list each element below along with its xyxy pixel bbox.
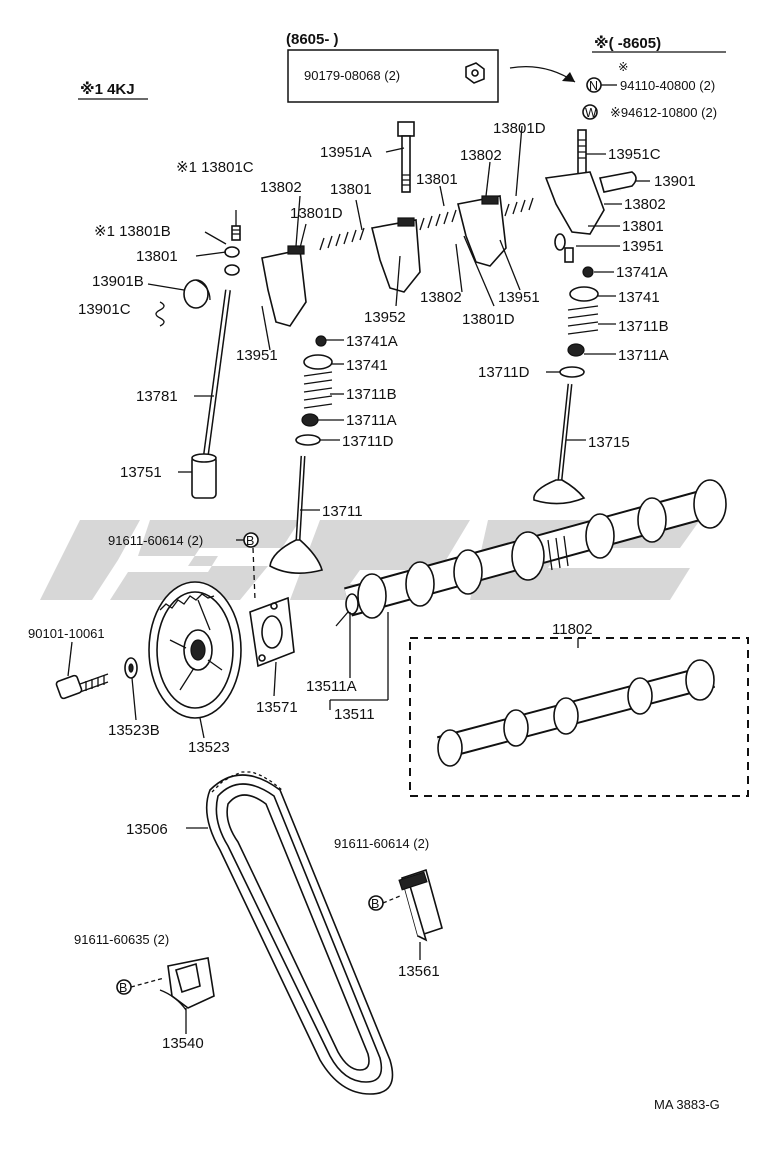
label-13711A-right: 13711A [618, 347, 669, 364]
sprocket-bolt [55, 657, 138, 700]
label-13715: 13715 [588, 434, 630, 451]
label-13781: 13781 [136, 388, 178, 405]
label-13951-left: 13951 [236, 347, 278, 364]
label-13523: 13523 [188, 739, 230, 756]
w-mark: W [585, 106, 597, 120]
label-13506: 13506 [126, 821, 168, 838]
valve-left [269, 335, 333, 574]
part-90179-08068: 90179-08068 (2) [304, 68, 400, 83]
label-13801-left: 13801 [136, 248, 178, 265]
label-13952: 13952 [364, 309, 406, 326]
leader-lines [67, 125, 650, 1034]
label-13802-right: 13802 [624, 196, 666, 213]
label-13711: 13711 [322, 503, 363, 520]
label-13951A: 13951A [320, 144, 372, 161]
label-13741-left: 13741 [346, 357, 388, 374]
label-13741A-right: 13741A [616, 264, 668, 281]
rocker-assembly [155, 121, 637, 327]
timing-chain [205, 771, 394, 1095]
b-mark-2: B [371, 897, 379, 911]
camshaft-assembly-box [409, 637, 749, 797]
label-91611-60635: 91611-60635 (2) [74, 932, 169, 947]
label-13801-a: 13801 [330, 181, 372, 198]
label-91611-60614-a: 91611-60614 (2) [108, 533, 203, 548]
label-13801-b: 13801 [416, 171, 458, 188]
label-11802: 11802 [552, 621, 593, 638]
push-rod [191, 289, 231, 499]
label-90101-10061: 90101-10061 [28, 626, 105, 641]
label-13802-mid: 13802 [420, 289, 462, 306]
label-13511: 13511 [334, 706, 375, 723]
label-13801D-mid: 13801D [462, 311, 515, 328]
label-13901B: 13901B [92, 273, 144, 290]
range-note-right: ※( -8605) [594, 34, 661, 52]
label-13802-left: 13802 [260, 179, 302, 196]
diagram-code: MA 3883-G [654, 1097, 720, 1112]
n-mark: N [589, 79, 598, 93]
thrust-plate [249, 547, 295, 668]
label-13711D-left: 13711D [342, 433, 394, 450]
label-13561: 13561 [398, 963, 440, 980]
camshaft [335, 479, 727, 627]
label-13951-mid: 13951 [498, 289, 540, 306]
label-13711D-right: 13711D [478, 364, 530, 381]
part-94110-40800: 94110-40800 (2) [620, 78, 715, 93]
n-star: ※ [618, 60, 628, 74]
label-13901: 13901 [654, 173, 696, 190]
header-notes: ※1 4KJ (8605- ) 90179-08068 (2) ※( -8605… [78, 31, 726, 120]
chain-tensioner [159, 957, 215, 1011]
label-13741-right: 13741 [618, 289, 660, 306]
label-13801B: ※1 13801B [94, 223, 171, 240]
label-13951-right: 13951 [622, 238, 664, 255]
label-13801C: ※1 13801C [176, 159, 254, 176]
camshaft-sprocket [148, 581, 242, 719]
label-13523B: 13523B [108, 722, 160, 739]
valve-right [533, 266, 599, 505]
label-13801D-top: 13801D [493, 120, 546, 137]
nut-box [287, 49, 499, 103]
bolt-markers: B B B [116, 532, 401, 995]
callout-labels: 13951A 13801D 13802 13951C 13901 13802 1… [28, 120, 720, 1112]
chain-damper [398, 868, 443, 942]
label-91611-60614-b: 91611-60614 (2) [334, 836, 429, 851]
label-13802-top: 13802 [460, 147, 502, 164]
label-13511A: 13511A [306, 678, 357, 695]
engine-note: ※1 4KJ [80, 80, 135, 98]
label-13801D-left: 13801D [290, 205, 343, 222]
b-mark-3: B [119, 981, 127, 995]
label-13711A-left: 13711A [346, 412, 397, 429]
b-mark-1: B [246, 534, 254, 548]
label-13741A-left: 13741A [346, 333, 398, 350]
hex-nut-icon [465, 62, 485, 84]
label-13571: 13571 [256, 699, 298, 716]
range-note-left: (8605- ) [286, 31, 339, 48]
part-94612-10800: ※94612-10800 (2) [610, 105, 717, 120]
label-13901C: 13901C [78, 301, 131, 318]
label-13540: 13540 [162, 1035, 204, 1052]
label-13751: 13751 [120, 464, 162, 481]
label-13711B-right: 13711B [618, 318, 669, 335]
label-13951C: 13951C [608, 146, 661, 163]
label-13711B-left: 13711B [346, 386, 397, 403]
label-13801-right: 13801 [622, 218, 664, 235]
